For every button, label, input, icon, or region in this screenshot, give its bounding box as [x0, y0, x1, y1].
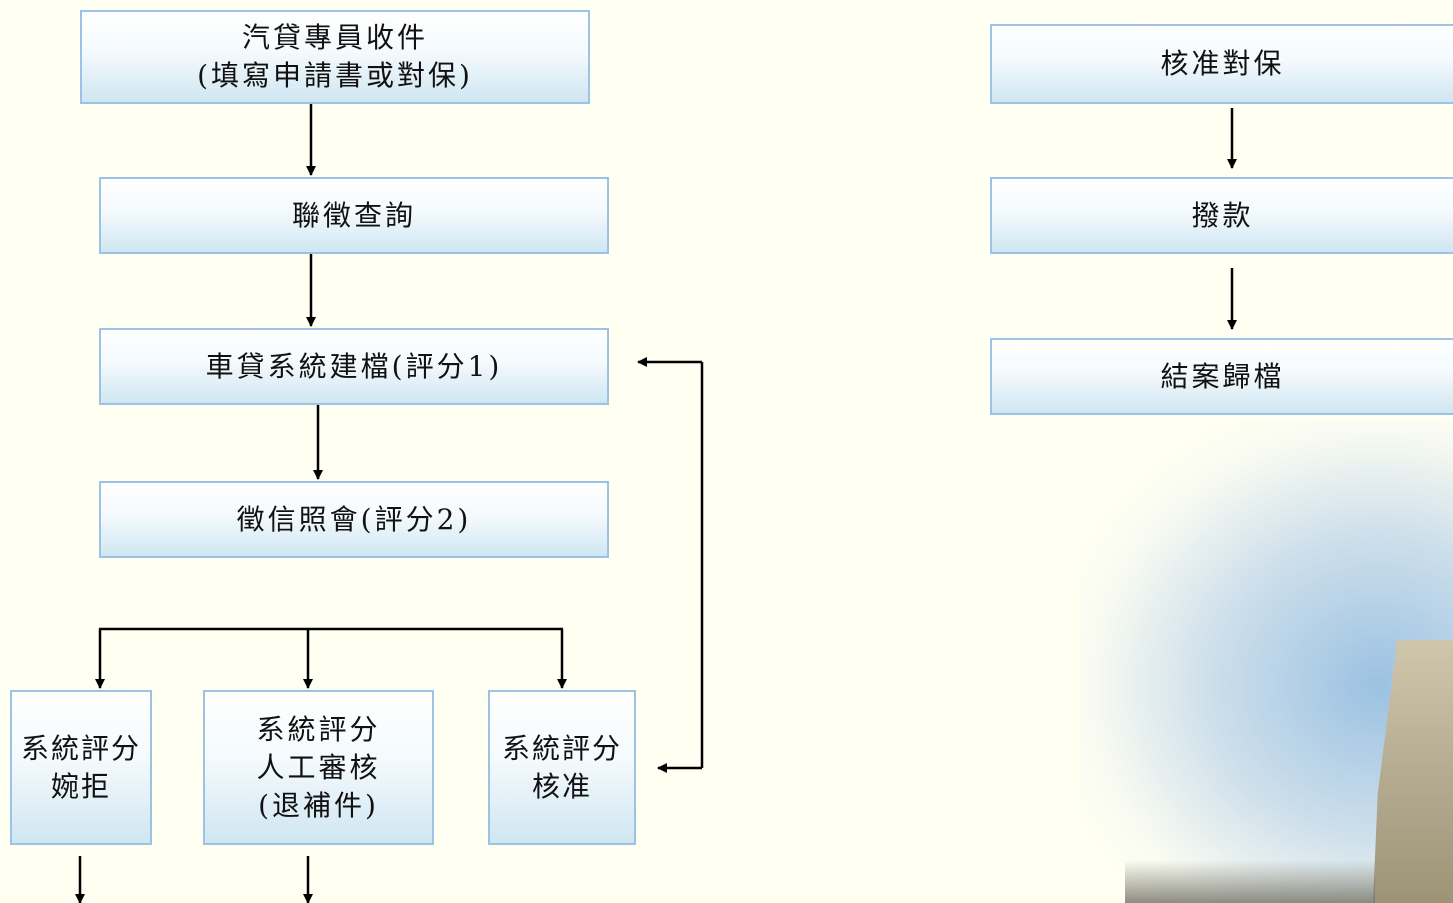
node-approve-guarantee: 核准對保	[990, 24, 1453, 104]
node-manual-review: 系統評分 人工審核 (退補件)	[203, 690, 434, 845]
node-credit-check: 徵信照會(評分2)	[99, 481, 609, 558]
building-base-photo	[1125, 860, 1375, 903]
node-reject: 系統評分 婉拒	[10, 690, 152, 845]
node-disburse: 撥款	[990, 177, 1453, 254]
node-approve: 系統評分 核准	[488, 690, 636, 845]
node-close-file: 結案歸檔	[990, 338, 1453, 415]
node-credit-query: 聯徵查詢	[99, 177, 609, 254]
node-receive: 汽貸專員收件 (填寫申請書或對保)	[80, 10, 590, 104]
node-system-file: 車貸系統建檔(評分1)	[99, 328, 609, 405]
